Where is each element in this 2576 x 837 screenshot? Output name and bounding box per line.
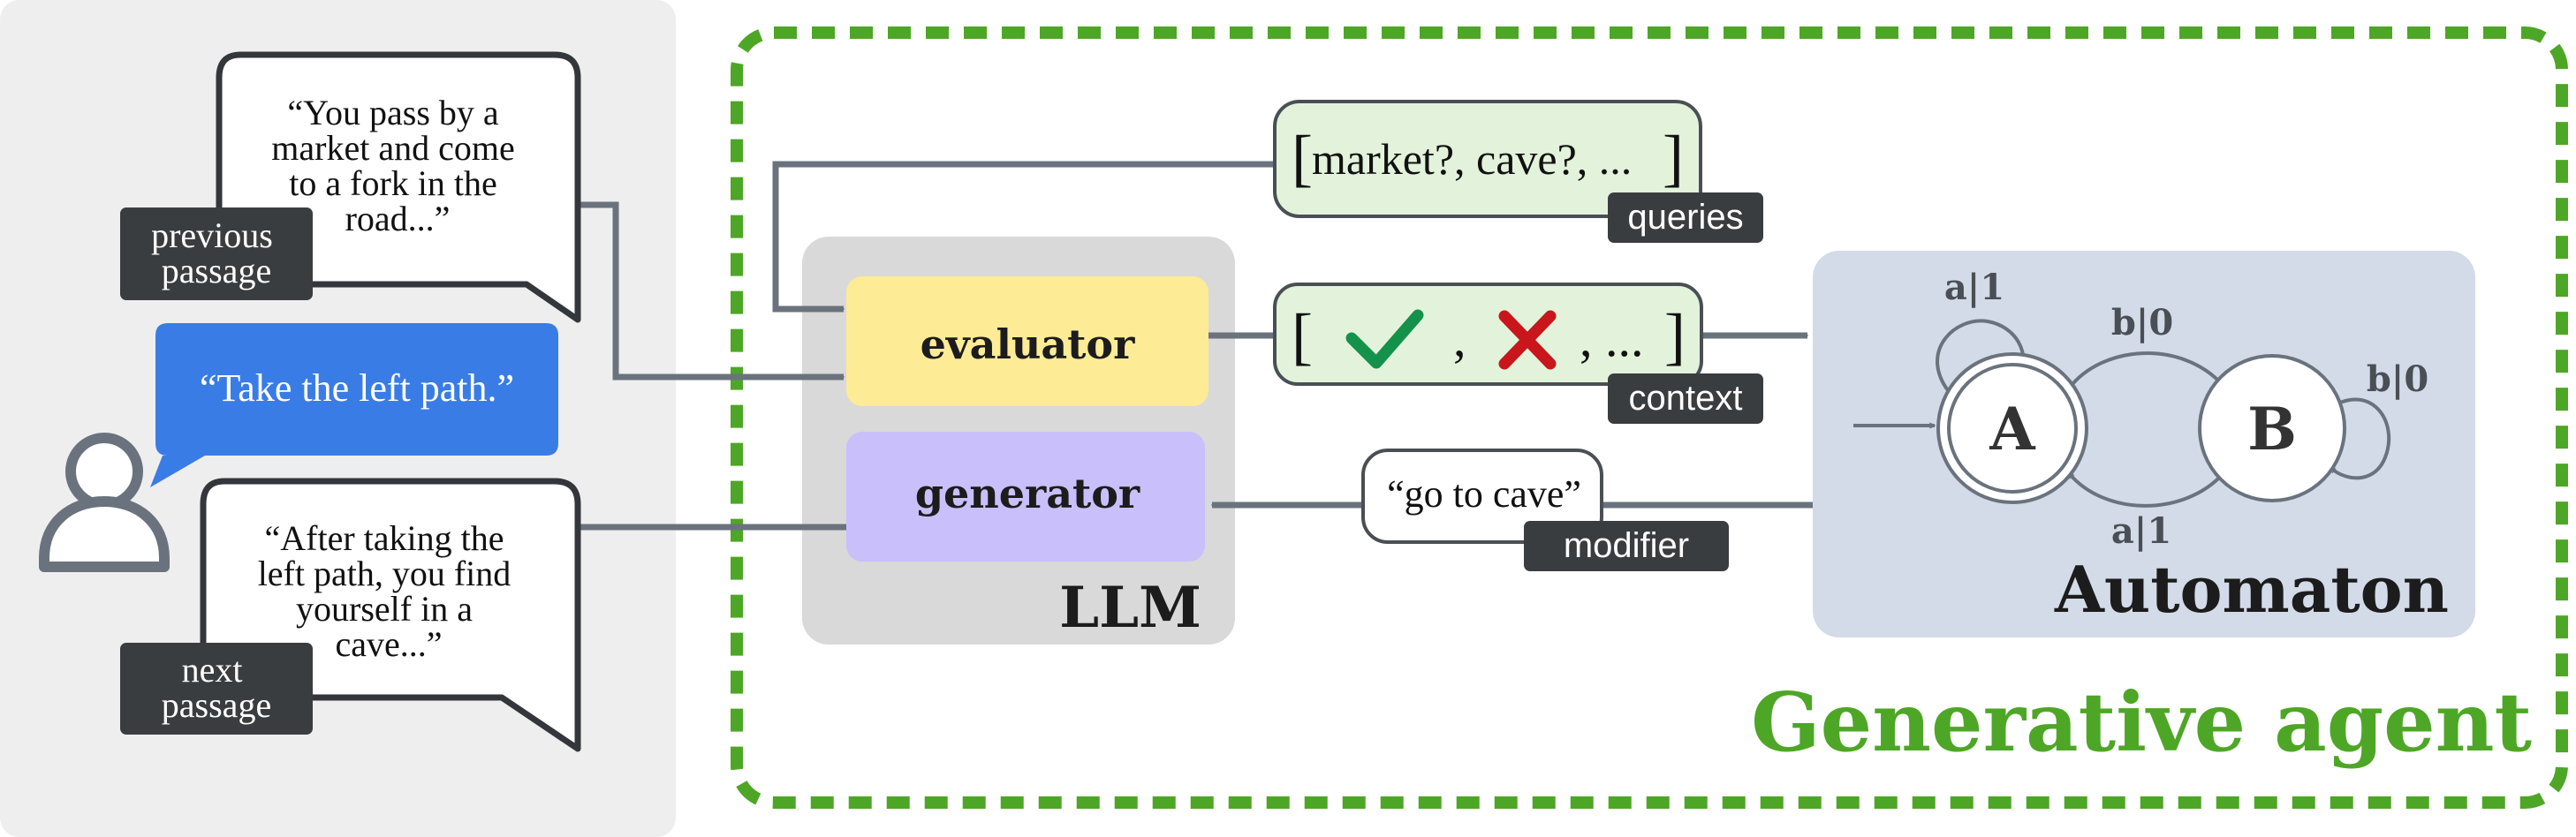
context-separator-2: , ... — [1580, 310, 1644, 367]
next-passage-tag-label: next passage — [162, 650, 271, 725]
queries-bubble — [1273, 100, 1702, 218]
previous-passage-tag-line-1: previous — [151, 215, 273, 255]
cross-icon — [1498, 310, 1557, 370]
evaluator-label: evaluator — [921, 320, 1135, 368]
queries-arrow — [772, 161, 1277, 313]
state-b-label: B — [2247, 395, 2297, 464]
user-message-text[interactable]: “Take the left path.” — [200, 366, 514, 410]
context-open-bracket: [ — [1292, 301, 1313, 372]
user-avatar-head — [65, 433, 143, 510]
next-passage-line-1: “After taking the — [265, 518, 504, 558]
automaton-box — [1813, 251, 2475, 637]
previous-passage-tag-label: previous passage — [151, 215, 282, 290]
context-tag — [1608, 373, 1763, 424]
modifier-bubble — [1361, 449, 1603, 544]
generator-box — [846, 432, 1205, 562]
generative-agent-label: Generative agent — [1751, 675, 2532, 770]
edge-a-to-b-label: b|0 — [2111, 302, 2173, 343]
user-avatar-body — [39, 496, 170, 572]
edge-a-self-label: a|1 — [1944, 267, 2004, 308]
queries-tag — [1608, 192, 1763, 243]
next-passage-tag-line-2: passage — [162, 685, 271, 725]
previous-passage-line-2: market and come — [271, 128, 514, 168]
generator-label: generator — [915, 470, 1140, 517]
next-passage-line-2: left path, you find — [258, 554, 511, 593]
state-a-label: A — [1989, 395, 2035, 464]
generative-agent-border — [731, 26, 2568, 809]
state-b — [2198, 354, 2346, 502]
next-passage-line-4: cave...” — [335, 624, 442, 664]
edge-b-to-a — [2067, 471, 2224, 508]
previous-passage-text: “You pass by a market and come to a fork… — [271, 93, 523, 238]
modifier-tag-label: modifier — [1564, 526, 1689, 565]
check-icon — [1345, 309, 1424, 369]
next-passage-tag — [120, 643, 313, 735]
modifier-text: “go to cave” — [1387, 472, 1581, 516]
edge-a-self-loop — [1936, 319, 2026, 396]
modifier-tag — [1524, 521, 1729, 571]
previous-passage-line-1: “You pass by a — [287, 93, 499, 132]
previous-passage-tag-line-2: passage — [162, 251, 271, 290]
context-separator-1: , — [1453, 310, 1466, 367]
evaluator-box — [846, 276, 1208, 406]
previous-passage-line-4: road...” — [345, 199, 451, 238]
user-message-bubble[interactable] — [150, 323, 558, 487]
edge-b-to-a-label: a|1 — [2111, 510, 2171, 552]
next-passage-tag-line-1: next — [182, 650, 243, 690]
previous-passage-line-3: to a fork in the — [289, 163, 497, 203]
edge-b-self-label: b|0 — [2367, 358, 2428, 400]
queries-tag-label: queries — [1627, 198, 1743, 237]
queries-text: market?, cave?, ... — [1312, 134, 1632, 184]
context-tag-label: context — [1629, 379, 1743, 418]
queries-open-bracket: [ — [1292, 123, 1313, 193]
queries-close-bracket: ] — [1663, 123, 1684, 193]
edge-b-self-loop — [2325, 397, 2391, 480]
previous-passage-tag — [120, 207, 313, 300]
llm-label: LLM — [1059, 575, 1201, 641]
next-passage-line-3: yourself in a — [296, 589, 473, 629]
context-close-bracket: ] — [1664, 301, 1686, 372]
next-passage-text: “After taking the left path, you find yo… — [258, 518, 520, 664]
previous-passage-arrow — [579, 201, 845, 381]
state-a-inner — [1947, 363, 2078, 494]
automaton-label: Automaton — [2054, 552, 2449, 627]
edge-a-to-b — [2067, 351, 2224, 390]
